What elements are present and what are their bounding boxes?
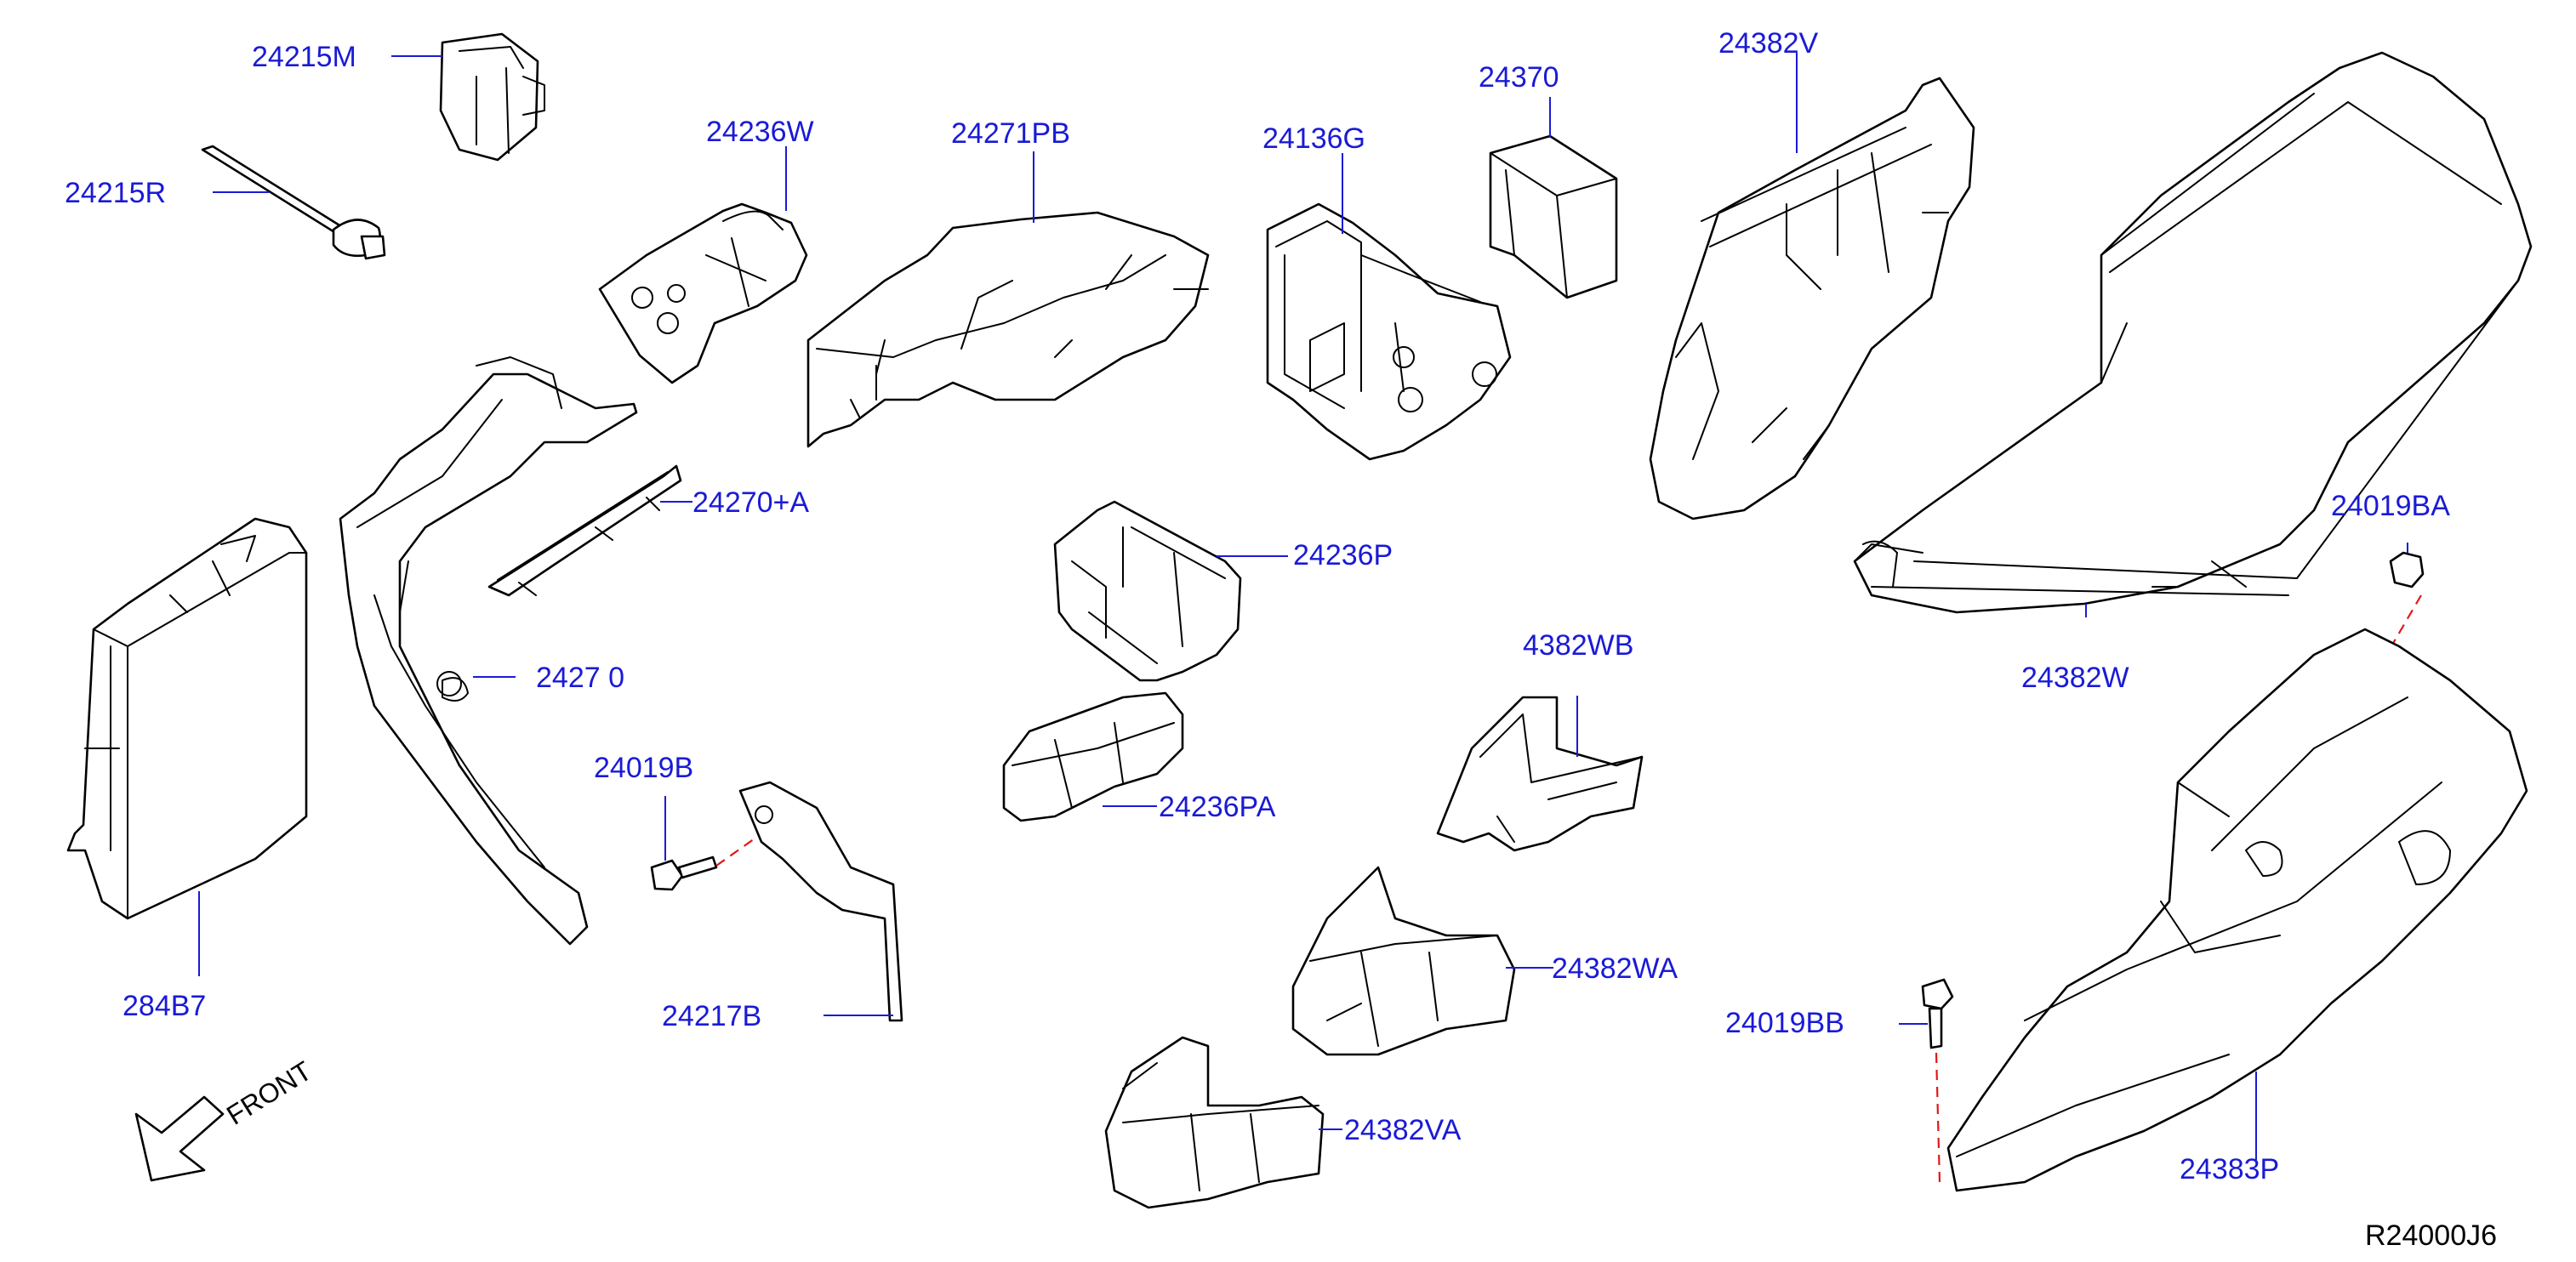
label-284B7: 284B7 — [123, 990, 207, 1022]
bracket-24236W — [598, 202, 808, 384]
label-24270A: 24270+A — [692, 486, 810, 519]
label-24382VA: 24382VA — [1344, 1114, 1462, 1146]
housing-side-24382V — [1649, 77, 1975, 520]
bolt-24019BB — [1921, 978, 1954, 1049]
cover-24382WA — [1291, 866, 1516, 1056]
tray-24383P — [1946, 628, 2528, 1192]
label-24215R: 24215R — [65, 177, 167, 209]
label-24382W: 24382W — [2021, 662, 2129, 694]
nut-24019BA — [2389, 551, 2425, 588]
label-24382V: 24382V — [1718, 27, 1819, 60]
label-24136G: 24136G — [1262, 122, 1365, 155]
label-24383P: 24383P — [2180, 1153, 2280, 1185]
diagram-ref: R24000J6 — [2365, 1219, 2498, 1252]
clip-24215M — [439, 32, 545, 162]
cover-24382VA — [1104, 1036, 1325, 1209]
label-24019BB: 24019BB — [1725, 1007, 1844, 1039]
cover-24236PA — [1002, 691, 1184, 822]
cover-24382WB — [1436, 696, 1644, 852]
bracket-24217B — [738, 781, 903, 1022]
label-24271PB: 24271PB — [951, 117, 1070, 150]
dash-24019BB — [1935, 1052, 1941, 1183]
label-24382WB: 4382WB — [1523, 629, 1634, 662]
label-24236PA: 24236PA — [1159, 791, 1276, 823]
relay-bracket-24136G — [1266, 202, 1512, 461]
relay-block-24236P — [1053, 500, 1242, 682]
cover-24382W — [1853, 51, 2533, 614]
label-24236W: 24236W — [706, 116, 814, 148]
label-24236P: 24236P — [1293, 539, 1393, 571]
label-24270: 2427 0 — [536, 662, 624, 694]
module-284B7 — [66, 517, 308, 920]
label-24217B: 24217B — [662, 1000, 762, 1032]
dash-24019B — [715, 836, 758, 867]
label-24370: 24370 — [1479, 61, 1559, 94]
harness-rail-24270 — [339, 356, 638, 946]
strip-24270A — [487, 464, 682, 597]
block-24370 — [1489, 134, 1618, 299]
label-24382WA: 24382WA — [1552, 952, 1678, 985]
harness-holder-24271PB — [806, 211, 1210, 448]
bolt-24019B — [650, 856, 718, 891]
label-24215M: 24215M — [252, 41, 356, 73]
label-24019BA: 24019BA — [2331, 490, 2450, 522]
front-arrow-icon — [134, 1095, 225, 1182]
label-24019B: 24019B — [594, 752, 694, 784]
cable-tie-24215R — [201, 145, 386, 260]
